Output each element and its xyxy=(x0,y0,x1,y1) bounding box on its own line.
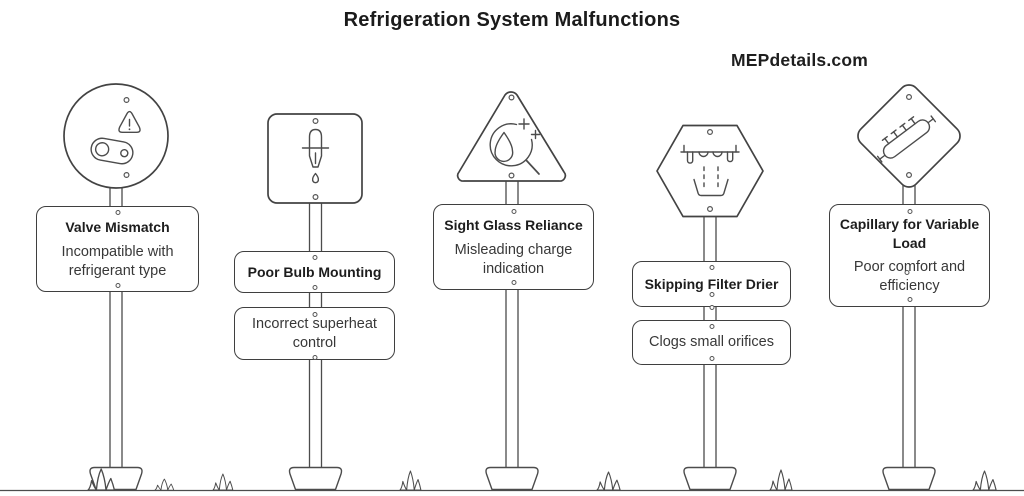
bolt-dot xyxy=(709,292,714,297)
sign-panel-valve-mismatch: Valve Mismatch Incompatible with refrige… xyxy=(36,206,199,292)
sign-description: Incorrect superheat control xyxy=(252,315,377,351)
bolt-dot xyxy=(115,283,120,288)
diamond-sign-shape xyxy=(857,84,961,188)
circle-sign-shape xyxy=(63,83,169,189)
bolt-dot xyxy=(709,265,714,270)
valve-warning-icon xyxy=(90,110,141,165)
bolt-dot xyxy=(907,297,912,302)
sign-title: Sight Glass Reliance xyxy=(444,216,583,233)
bolt-dot xyxy=(312,355,317,360)
dripping-filter-icon xyxy=(680,144,740,197)
sign-title: Valve Mismatch xyxy=(65,218,170,235)
bolt-dot xyxy=(904,270,909,275)
bolt-dot xyxy=(709,356,714,361)
sensing-bulb-icon xyxy=(301,128,330,184)
bolt-dot xyxy=(511,209,516,214)
watermark-text: MEPdetails.com xyxy=(731,50,869,70)
sign-panel-poor-bulb-description: Incorrect superheat control xyxy=(234,307,395,360)
sign-title: Skipping Filter Drier xyxy=(644,275,779,292)
sign-panel-filter-drier-description: Clogs small orifices xyxy=(632,320,791,365)
sign-title: Poor Bulb Mounting xyxy=(247,263,382,280)
sign-description: Incompatible with refrigerant type xyxy=(61,243,174,279)
page-title: Refrigeration System Malfunctions xyxy=(343,9,681,31)
sign-description: Clogs small orifices xyxy=(649,334,774,351)
sight-glass-magnifier-icon xyxy=(489,118,541,175)
bolt-dot xyxy=(907,209,912,214)
sign-title: Capillary for Variable Load xyxy=(839,216,980,251)
bolt-dot xyxy=(312,312,317,317)
bolt-dot xyxy=(513,266,518,270)
grass-tufts xyxy=(87,468,997,491)
bolt-dot xyxy=(709,305,714,310)
hexagon-sign-shape xyxy=(656,124,764,218)
sign-panel-capillary-variable-load: Capillary for Variable Load Poor comfort… xyxy=(829,204,990,307)
triangle-sign-shape xyxy=(456,91,567,182)
post-bases xyxy=(89,466,936,491)
bolt-dot xyxy=(709,324,714,329)
bolt-dot xyxy=(312,285,317,290)
bolt-dot xyxy=(115,210,120,215)
shape-bolt-holes xyxy=(123,93,912,213)
sign-panel-poor-bulb-mounting: Poor Bulb Mounting xyxy=(234,251,395,293)
sign-description: Poor comfort and efficiency xyxy=(853,259,966,295)
sign-panel-sight-glass-reliance: Sight Glass Reliance Misleading charge i… xyxy=(433,204,594,290)
bolt-dot xyxy=(312,255,317,260)
capillary-tube-icon xyxy=(876,115,937,163)
sign-description: Misleading charge indication xyxy=(454,241,573,277)
bolt-dot xyxy=(511,280,516,285)
sign-panel-skipping-filter-drier: Skipping Filter Drier xyxy=(632,261,791,310)
